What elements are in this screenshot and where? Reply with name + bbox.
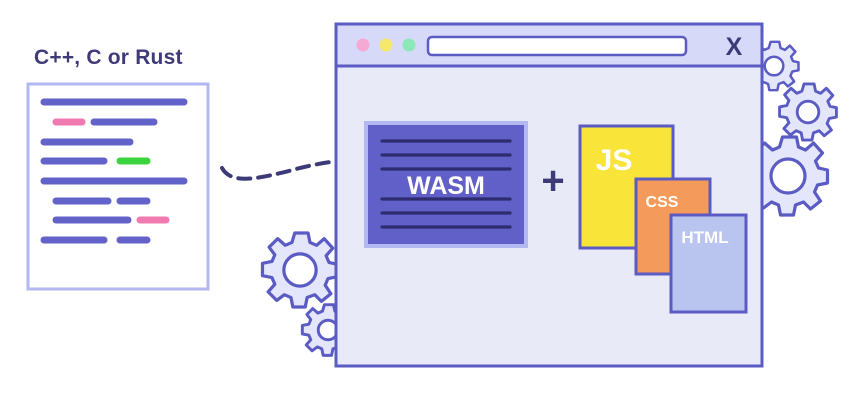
source-code-document [26, 82, 210, 291]
address-bar [426, 35, 688, 57]
gear-icon-large-left [260, 231, 340, 309]
window-close-icon: X [726, 33, 743, 61]
wasm-label: WASM [407, 172, 485, 200]
css-label: CSS [646, 194, 679, 211]
wasm-module: WASM [364, 121, 528, 248]
js-label: JS [596, 144, 633, 177]
window-dot-pink [356, 38, 370, 52]
gear-icon-top-right [748, 40, 800, 92]
plus-icon: + [541, 159, 564, 203]
source-languages-title: C++, C or Rust [34, 46, 183, 69]
gear-icon-mid-right [778, 82, 838, 142]
window-dot-yellow [379, 38, 393, 52]
gear-icon-large-right [746, 135, 830, 217]
window-dot-green [402, 38, 416, 52]
html-file: HTML [669, 213, 748, 314]
html-label: HTML [681, 228, 728, 247]
